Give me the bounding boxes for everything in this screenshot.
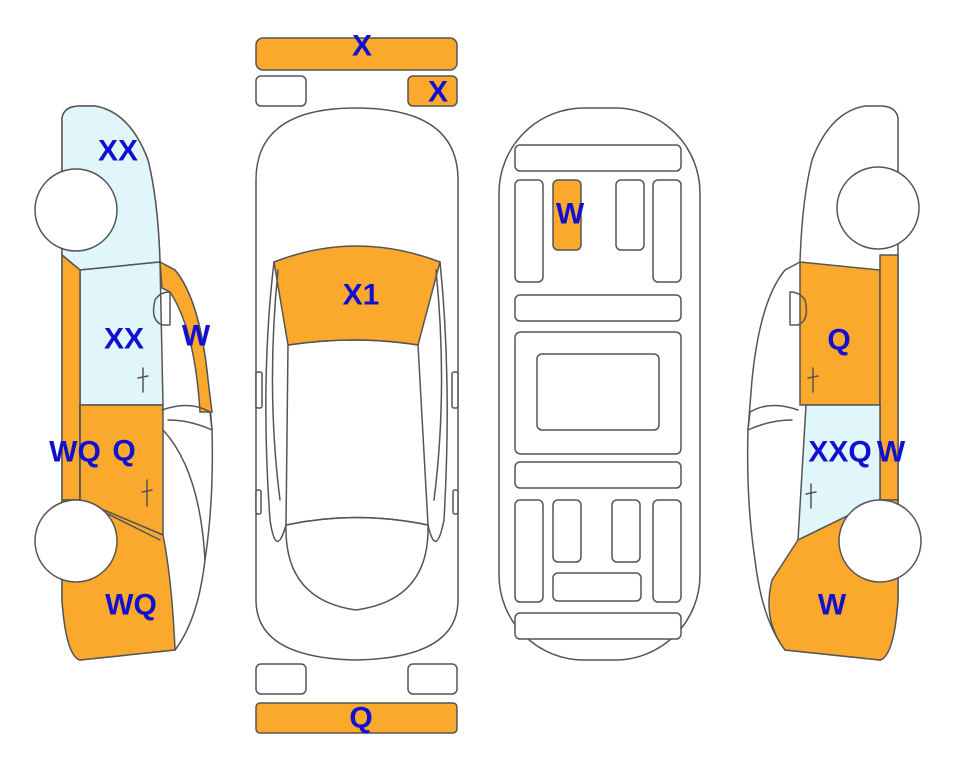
left-glass-edge [161,404,213,431]
interior-bottom-box [552,572,642,602]
left-handle-front [137,367,149,393]
front-left-light [255,75,307,107]
interior-view [498,107,701,661]
right-rear-wheel [838,499,922,583]
right-handle-rear [805,483,817,509]
interior-console [536,353,660,431]
label-front-bumper: X [352,30,372,63]
label-left-rear-window: XX [104,323,144,356]
interior-lower-bar [514,461,682,489]
right-front-wheel [836,166,920,250]
label-front-right-light: X [428,76,448,109]
interior-mid-bar [514,294,682,322]
top-left-side [265,261,287,542]
top-right-inner [433,269,443,501]
left-pillar-orange [159,260,213,413]
right-glass-edge [747,404,799,431]
label-hood: X1 [343,279,380,312]
interior-damage-spot [552,179,582,251]
label-interior-spot: W [556,198,585,231]
damage-labels: X X X1 W Q XX XX W WQ Q WQ Q XXQ W W [49,30,906,735]
interior-slot [615,179,645,251]
left-mirror-top [255,371,263,409]
interior-bottom-slot-2 [611,499,641,563]
rear-left-light [255,663,307,695]
rear-window [285,516,429,611]
interior-top-bar [514,144,682,172]
left-front-wheel [34,168,118,252]
label-left-fender: WQ [49,436,101,469]
top-view [255,37,459,734]
label-left-pillar: W [182,320,211,353]
left-handle-rear [141,479,153,507]
label-right-pillar: W [877,436,906,469]
label-left-quarter: WQ [105,589,157,622]
label-right-door: Q [827,324,850,357]
right-side-view [746,105,922,661]
rear-right-light [407,663,458,695]
interior-right-col [652,179,682,283]
left-rear-wheel [34,499,118,583]
left-mark-top [255,489,262,515]
left-mirror [152,291,171,326]
label-left-front-window: XX [98,135,138,168]
interior-bottom-bar [514,612,682,640]
interior-bottom-right-col [652,499,682,603]
left-side-view [34,105,214,661]
right-mirror-top [451,371,459,409]
right-mark-top [452,489,459,515]
label-right-quarter: W [818,589,847,622]
rear-bumper [255,702,458,734]
interior-left-col [514,179,544,283]
label-left-door: Q [112,435,135,468]
right-handle-front [807,367,819,393]
front-bumper [255,37,458,71]
label-rear-bumper: Q [349,702,372,735]
label-right-window: XXQ [808,436,871,469]
left-body-curve [162,429,206,561]
interior-bottom-slot-1 [552,499,582,563]
top-right-side [427,261,448,542]
front-right-light [407,75,458,107]
top-body-outline [255,107,459,661]
interior-bottom-left-col [514,499,544,603]
top-left-inner [271,269,281,501]
right-mirror [789,291,808,326]
